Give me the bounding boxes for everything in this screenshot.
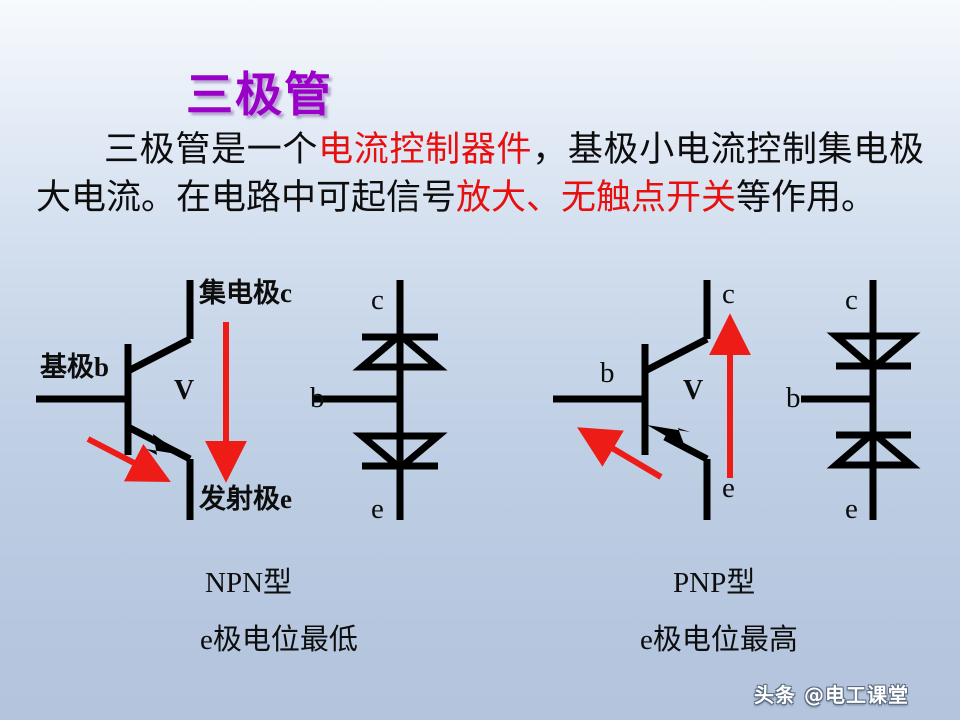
page-title: 三极管 xyxy=(186,68,333,123)
pnp-model-collector-label: c xyxy=(845,284,858,316)
npn-emitter-label: 发射极e xyxy=(199,484,292,514)
npn-type-caption: NPN型 xyxy=(205,567,293,599)
pnp-collector-label: c xyxy=(722,278,735,310)
npn-model-bottom-diode-triangle xyxy=(352,432,448,473)
body-paragraph: 三极管是一个电流控制器件，基极小电流控制集电极大电流。在电路中可起信号放大、无触… xyxy=(36,126,924,222)
pnp-model-top-diode-triangle xyxy=(826,332,921,373)
npn-note-caption: e极电位最低 xyxy=(200,624,358,656)
pnp-emitter-slant xyxy=(663,433,709,463)
body-highlight-2: 放大、无触点开关 xyxy=(456,178,737,217)
pnp-base-label: b xyxy=(600,357,615,389)
pnp-model-base-label: b xyxy=(786,382,801,414)
npn-emitter-arrowhead xyxy=(146,434,183,455)
npn-model-top-diode-triangle xyxy=(352,330,448,371)
watermark: 头条 @电工课堂 xyxy=(754,683,909,707)
body-segment-1: 三极管是一个 xyxy=(104,130,319,169)
pnp-collector-slant xyxy=(643,335,709,375)
pnp-type-caption: PNP型 xyxy=(673,567,756,599)
npn-base-label: 基极b xyxy=(40,352,110,382)
pnp-emitter-label: e xyxy=(722,472,735,504)
npn-model-base-label: b xyxy=(310,382,325,414)
body-segment-2: ，基极小电流控制集电极大电流。在电路中可起信号 xyxy=(36,130,924,217)
pnp-model-bottom-diode-triangle xyxy=(826,428,921,469)
npn-emitter-slant xyxy=(126,423,192,463)
npn-model-emitter-label: e xyxy=(371,493,384,525)
npn-transistor-symbol xyxy=(36,280,194,520)
pnp-base-current-arrow xyxy=(577,427,663,480)
pnp-current-arrows xyxy=(577,313,751,480)
pnp-note-caption: e极电位最高 xyxy=(640,624,798,656)
npn-device-designator: V xyxy=(174,375,195,406)
npn-base-current-arrow xyxy=(86,436,171,483)
pnp-emitter-arrowhead xyxy=(647,425,690,447)
pnp-model-emitter-label: e xyxy=(845,493,858,525)
npn-current-arrows xyxy=(86,322,247,483)
pnp-device-designator: V xyxy=(683,375,704,406)
npn-collector-slant xyxy=(126,335,192,375)
body-segment-3: 等作用。 xyxy=(736,178,877,217)
npn-model-collector-label: c xyxy=(371,284,384,316)
npn-collector-label: 集电极c xyxy=(199,278,292,308)
body-highlight-1: 电流控制器件 xyxy=(318,130,533,169)
